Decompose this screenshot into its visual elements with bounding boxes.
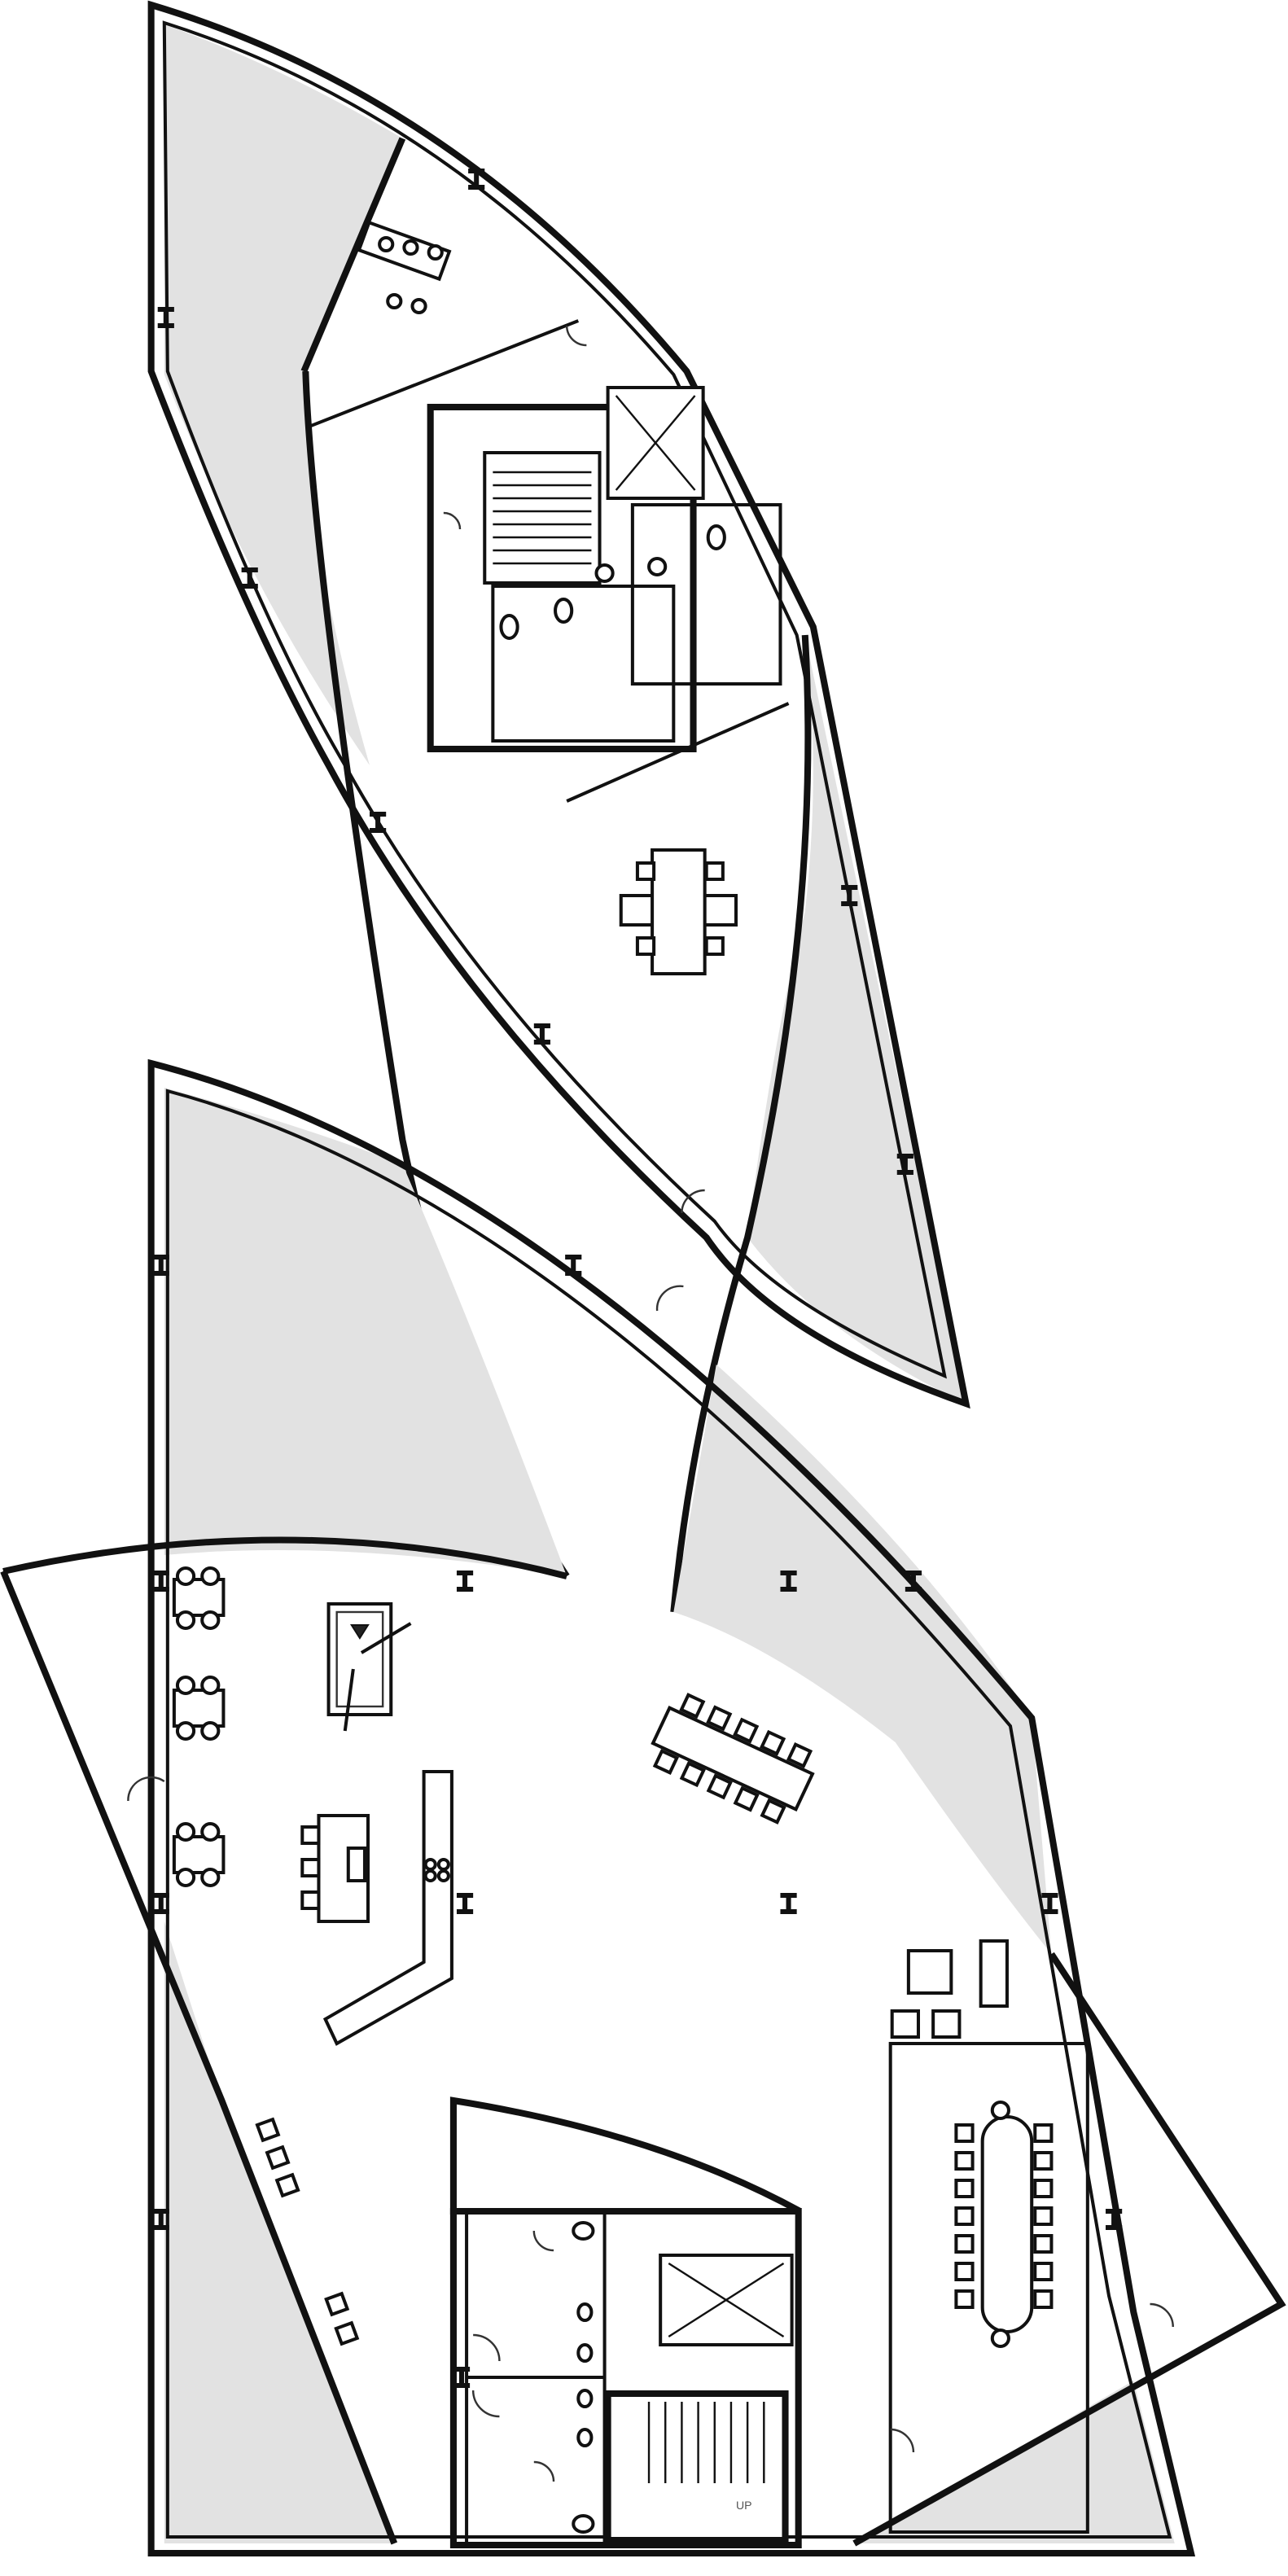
lower-envelope-inner <box>165 1089 1172 2539</box>
toilet-icon <box>576 2302 594 2322</box>
upper-top-wall <box>300 137 406 373</box>
door-swing-icon <box>532 2230 554 2252</box>
door-swing-icon <box>890 2428 915 2453</box>
stair-icon <box>647 2402 765 2483</box>
upper-meeting-desk <box>357 220 452 314</box>
door-swing-icon <box>443 511 462 530</box>
lower-restrooms <box>465 2215 607 2545</box>
upper-restrooms <box>491 503 782 743</box>
upper-void-left <box>164 24 403 765</box>
door-swing-icon <box>533 2460 555 2482</box>
boardroom <box>888 2042 1089 2534</box>
kitchen-counter <box>322 1770 453 2046</box>
elevator-shaft-icon <box>668 2262 785 2338</box>
kitchen-island <box>300 1814 370 1923</box>
toilet-icon <box>576 2428 594 2447</box>
counter-sink-icon <box>423 1858 450 1882</box>
toilet-icon <box>554 598 574 624</box>
door-swing-icon <box>127 1776 165 1802</box>
lower-void-bottom-left <box>164 1921 395 2543</box>
upper-corridor-wall <box>308 319 580 428</box>
lounge-furniture <box>890 1939 1009 2039</box>
column-icon <box>157 169 913 1175</box>
lower-left-diagonal <box>0 1570 398 2545</box>
toilet-icon <box>576 2389 594 2408</box>
upper-lower-partition <box>566 702 790 803</box>
door-swing-icon <box>471 2390 500 2418</box>
lower-sweep-curve <box>2 1536 568 1579</box>
meeting-table-angled <box>651 1693 815 1825</box>
column-icon <box>152 1255 1123 2388</box>
upper-stair <box>483 451 602 585</box>
lower-void-bottom-right <box>854 2381 1175 2543</box>
lower-core-roof <box>449 2096 802 2215</box>
upper-workstation-cluster <box>619 848 738 975</box>
lower-stair <box>604 2390 789 2543</box>
toilet-icon <box>572 2514 595 2534</box>
toilet-icon <box>706 524 726 550</box>
billiard-table <box>326 1602 412 1732</box>
upper-core-box <box>427 404 697 752</box>
toilet-icon <box>572 2221 595 2241</box>
lower-core-box <box>449 2208 802 2548</box>
elevator-shaft-icon <box>615 395 696 491</box>
upper-sweep-curve-2 <box>670 634 812 1613</box>
toilet-icon <box>499 614 519 640</box>
door-swing-icon <box>1150 2302 1174 2328</box>
play-icon <box>350 1624 370 1640</box>
boardroom-table <box>954 2101 1054 2348</box>
upper-envelope-outer <box>147 0 970 1409</box>
lower-void-top-left <box>164 1088 567 1576</box>
door-swing-icon <box>473 2333 501 2362</box>
upper-floor-plate <box>147 0 970 1613</box>
lower-right-diagonal <box>852 1952 1286 2547</box>
side-chairs <box>255 2117 360 2346</box>
toilet-icon <box>576 2343 594 2363</box>
stair-tag: UP <box>736 2499 752 2512</box>
upper-envelope-inner <box>162 20 947 1379</box>
lower-envelope-outer <box>147 1058 1196 2556</box>
dining-tables <box>172 1566 226 1887</box>
door-swing-icon <box>655 1285 684 1312</box>
door-swing-icon <box>681 1189 705 1214</box>
toilet-icon <box>594 563 615 583</box>
stair-icon <box>493 471 592 565</box>
door-swing-icon <box>565 325 587 347</box>
upper-void-right <box>747 635 966 1404</box>
lower-floor-plate: UP <box>0 1058 1286 2556</box>
toilet-icon <box>647 557 668 576</box>
lower-void-top-right <box>673 1365 1052 1954</box>
